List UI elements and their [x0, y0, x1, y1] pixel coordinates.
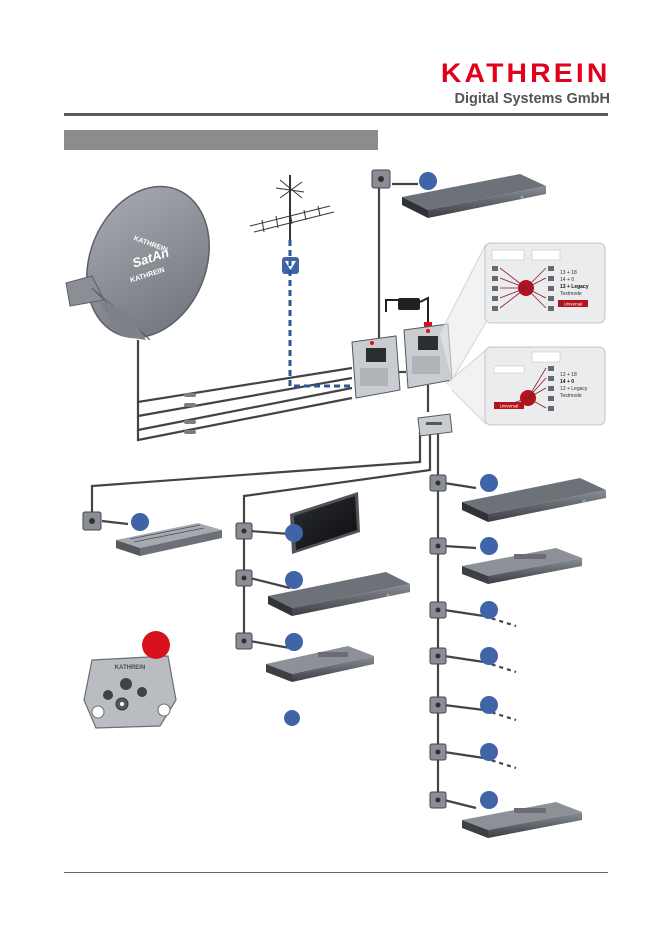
header-rule [64, 113, 608, 116]
terrestrial-antenna-icon [249, 175, 335, 240]
splitter [417, 413, 453, 437]
receiver-right-1 [462, 478, 606, 522]
marker-legend [284, 710, 300, 726]
multiswitch-panel-bottom: 13 + 18 14 + 0 13 + Legacy Testmode Univ… [484, 346, 606, 426]
marker-outlet-5 [480, 696, 498, 714]
wall-socket-top [371, 169, 391, 189]
receiver-top [402, 174, 546, 218]
wall-socket-receiver-2 [235, 569, 253, 587]
marker-receiver-left-2 [285, 571, 303, 589]
wall-socket-receiver-3 [235, 632, 253, 650]
callout-fill [440, 244, 486, 424]
brand-block: KATHREIN Digital Systems GmbH [440, 58, 610, 108]
marker-receiver-right-2 [480, 537, 498, 555]
receiver-left-3 [266, 646, 374, 682]
panel-top-label-4: Testmode [560, 291, 582, 297]
panel-top-label-3: 13 + Legacy [560, 284, 589, 290]
section-title-bar [64, 130, 378, 150]
panel-bottom-badge: Universal [500, 404, 519, 409]
panel-bottom-label-4: Testmode [560, 393, 582, 399]
footer-rule [64, 872, 608, 873]
socket-brand: KATHREIN [115, 665, 146, 671]
tv-icon [290, 492, 360, 554]
wall-socket-modem [82, 511, 102, 531]
cable-ties [184, 393, 196, 434]
receiver-right-2 [462, 548, 582, 584]
wall-socket-tv [235, 522, 253, 540]
multiswitch-panel-top: 13 + 18 14 + 0 13 + Legacy Testmode Univ… [484, 242, 606, 324]
brand-subtitle: Digital Systems GmbH [454, 91, 610, 107]
marker-outlet-6 [480, 743, 498, 761]
right-wall-sockets [429, 474, 447, 809]
receiver-left-2 [268, 572, 410, 616]
panel-top-label-2: 14 + 0 [560, 277, 574, 283]
satellite-dish-icon: KATHREIN SatAn KATHREIN [65, 185, 210, 341]
receiver-right-7 [462, 802, 582, 838]
panel-top-label-1: 13 + 18 [560, 270, 577, 276]
brand-logo: KATHREIN [440, 58, 610, 88]
wall-socket-icon: KATHREIN [83, 655, 177, 729]
panel-top-badge: Universal [564, 302, 583, 307]
panel-bottom-label-1: 13 + 18 [560, 372, 577, 378]
marker-receiver-right-1 [480, 474, 498, 492]
terrestrial-cable [288, 240, 352, 388]
right-dashed-outlets [483, 614, 517, 770]
marker-tv [285, 524, 303, 542]
power-adapter [385, 296, 432, 328]
marker-alert [142, 631, 170, 659]
panel-bottom-label-2: 14 + 0 [560, 379, 574, 385]
marker-outlet-4 [480, 647, 498, 665]
marker-receiver-top [419, 172, 437, 190]
marker-receiver-left-3 [285, 633, 303, 651]
marker-modem [131, 513, 149, 531]
marker-receiver-right-7 [480, 791, 498, 809]
modem [116, 523, 222, 556]
marker-outlet-3 [480, 601, 498, 619]
panel-bottom-label-3: 13 + Legacy [560, 386, 588, 392]
multiswitch-icon [351, 323, 453, 399]
